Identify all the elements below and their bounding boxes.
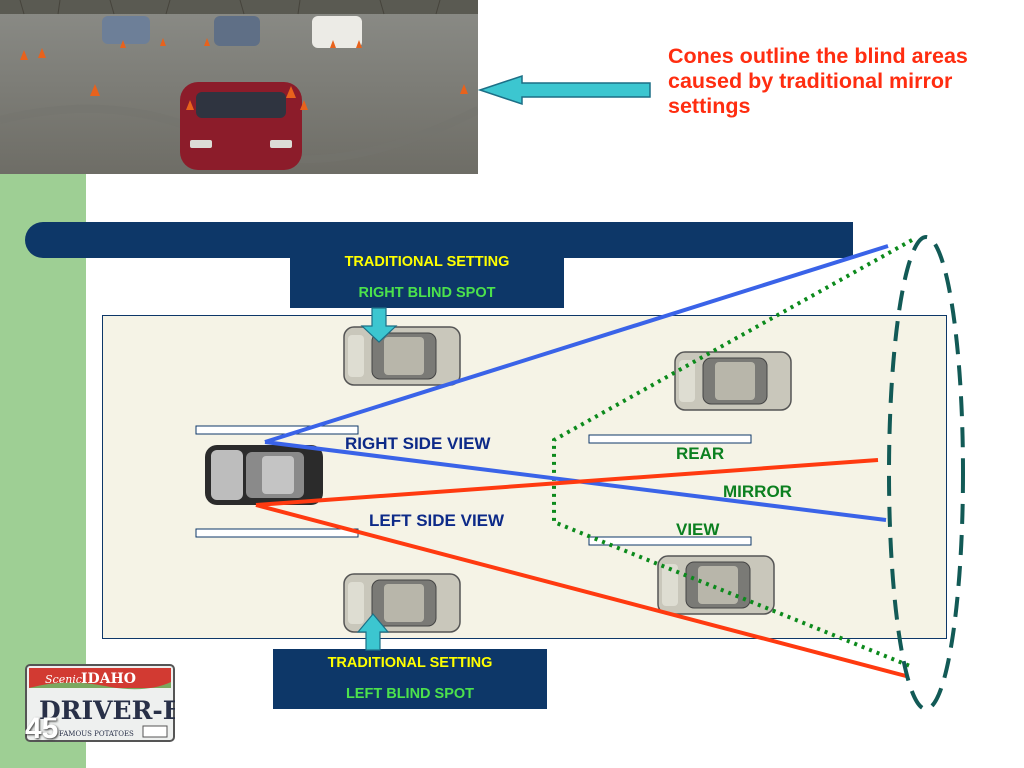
rear-label: REAR [676, 444, 725, 463]
right-box-title: TRADITIONAL SETTING [344, 254, 510, 270]
left-box-subtitle: LEFT BLIND SPOT [345, 686, 475, 702]
svg-text:Scenic: Scenic [45, 673, 82, 686]
svg-text:IDAHO: IDAHO [81, 671, 136, 687]
view-label: VIEW [676, 520, 720, 539]
view-end-ellipse [887, 235, 965, 711]
lane-line [195, 528, 359, 538]
up-arrow-icon [356, 613, 390, 651]
lane-line [195, 425, 359, 435]
right-box-subtitle: RIGHT BLIND SPOT [358, 285, 496, 301]
left-arrow-icon [478, 74, 651, 106]
slide-number: 45 [25, 712, 59, 745]
right-side-view-label: RIGHT SIDE VIEW [345, 434, 491, 453]
car-icon [657, 555, 775, 615]
lane-line [588, 536, 752, 546]
svg-text:DRIVER-ED: DRIVER-ED [39, 696, 175, 725]
lane-line [588, 434, 752, 444]
right-view-line-upper [264, 244, 889, 444]
driver-car-icon [205, 445, 323, 505]
car-icon [343, 573, 461, 633]
car-icon [343, 326, 461, 386]
down-arrow-icon [360, 307, 398, 343]
caption-text: Cones outline the blind areas caused by … [668, 44, 968, 118]
parking-lot-photo [0, 0, 478, 174]
left-side-view-label: LEFT SIDE VIEW [369, 511, 505, 530]
left-view-line-upper [255, 458, 879, 507]
mirror-label: MIRROR [723, 482, 792, 501]
svg-text:FAMOUS POTATOES: FAMOUS POTATOES [59, 730, 134, 738]
left-view-line-lower [255, 503, 907, 678]
left-blind-spot-box: TRADITIONAL SETTING LEFT BLIND SPOT [273, 649, 547, 709]
left-box-title: TRADITIONAL SETTING [327, 655, 493, 671]
right-blind-spot-box: TRADITIONAL SETTING RIGHT BLIND SPOT [290, 250, 564, 308]
